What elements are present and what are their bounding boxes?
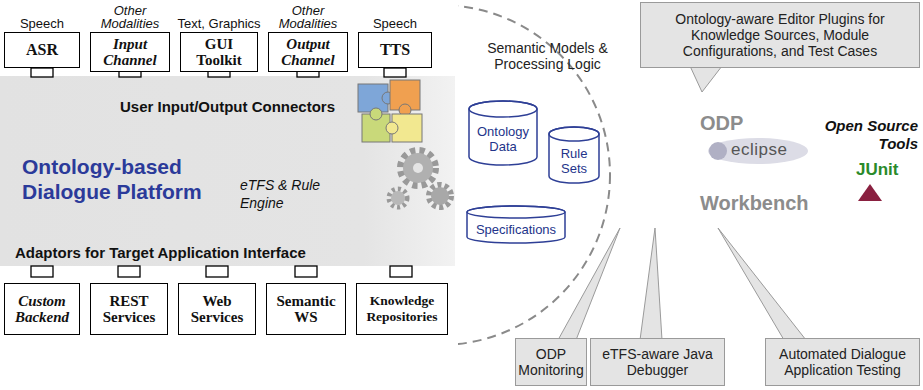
modality-label: Other Modalities bbox=[85, 4, 175, 30]
box-label: Rule Sets bbox=[548, 146, 600, 176]
puzzle-knob bbox=[370, 108, 382, 120]
tool-logo bbox=[858, 184, 882, 201]
gear bbox=[391, 191, 405, 205]
logo-text: JUnit bbox=[856, 160, 899, 180]
callout-pointer bbox=[640, 228, 662, 340]
gear bbox=[431, 187, 449, 205]
box-label: TTS bbox=[377, 42, 413, 58]
panel-text: eTFS & Rule Engine bbox=[240, 176, 332, 212]
gear bbox=[403, 153, 433, 183]
box-label: eTFS-aware Java Debugger bbox=[596, 346, 719, 378]
puzzle-icon bbox=[358, 80, 422, 142]
box-label: Ontology-aware Editor Plugins for Knowle… bbox=[669, 11, 892, 59]
box-label: Web Services bbox=[179, 293, 255, 325]
callout-pointer bbox=[718, 228, 806, 340]
callout-box: ODP Monitoring bbox=[515, 338, 587, 386]
gears-icon bbox=[389, 151, 451, 207]
io-box: Text, GraphicsGUI Toolkit bbox=[180, 32, 258, 72]
box-label: Ontology Data bbox=[468, 124, 538, 154]
logo-text: eclipse bbox=[731, 140, 787, 160]
cylinder-body bbox=[469, 101, 537, 165]
box-label: REST Services bbox=[91, 293, 167, 325]
modality-label: Speech bbox=[0, 17, 85, 30]
callout-box: eTFS-aware Java Debugger bbox=[590, 338, 725, 386]
semantic-circle: Semantic Models & Processing LogicOntolo… bbox=[458, 2, 623, 348]
platform-band: User Input/Output ConnectorsOntology-bas… bbox=[0, 76, 455, 266]
box-label: Input Channel bbox=[91, 36, 169, 68]
eclipse-logo-mark bbox=[709, 142, 727, 160]
cylinder-body bbox=[549, 127, 599, 183]
data-cylinder: Rule Sets bbox=[548, 126, 600, 184]
box-label: Output Channel bbox=[269, 36, 347, 68]
panel-text: User Input/Output Connectors bbox=[120, 98, 335, 115]
gear-teeth bbox=[401, 151, 435, 185]
box-label: Knowledge Repositories bbox=[357, 293, 447, 325]
callout-pointer bbox=[690, 66, 722, 92]
panel-text: Adaptors for Target Application Interfac… bbox=[15, 244, 306, 261]
backend-box: Knowledge Repositories bbox=[356, 283, 448, 335]
cylinder-top bbox=[469, 101, 537, 117]
box-label: Automated Dialogue Application Testing bbox=[769, 346, 917, 378]
box-label: ASR bbox=[23, 42, 61, 58]
port-square bbox=[31, 68, 53, 77]
backend-box: Web Services bbox=[178, 283, 256, 335]
box-label: GUI Toolkit bbox=[181, 36, 257, 68]
backend-box: REST Services bbox=[90, 283, 168, 335]
puzzle-knob bbox=[386, 122, 398, 134]
port-square bbox=[295, 266, 317, 277]
callout-box: Ontology-aware Editor Plugins for Knowle… bbox=[640, 2, 920, 68]
tools-label: Open Source Tools bbox=[823, 117, 918, 153]
port-square bbox=[31, 266, 53, 277]
panel-text: Ontology-based Dialogue Platform bbox=[22, 154, 252, 204]
gear-hole bbox=[413, 163, 423, 173]
data-cylinder: Ontology Data bbox=[468, 100, 538, 166]
port-square bbox=[206, 266, 228, 277]
port-square bbox=[118, 266, 140, 277]
modality-label: Other Modalities bbox=[263, 4, 353, 30]
io-box: SpeechTTS bbox=[358, 32, 432, 68]
platform-band bbox=[0, 76, 455, 266]
callout-box: Automated Dialogue Application Testing bbox=[765, 338, 920, 386]
panel-text: Semantic Models & Processing Logic bbox=[480, 40, 615, 72]
cylinder-body bbox=[467, 206, 565, 243]
io-box: SpeechASR bbox=[4, 32, 80, 68]
eclipse-logo bbox=[708, 138, 808, 164]
gear-teeth bbox=[429, 185, 451, 207]
callout-pointer bbox=[558, 228, 620, 340]
port-square bbox=[384, 68, 406, 77]
brand-label: Workbench bbox=[700, 192, 809, 215]
box-label: Specifications bbox=[474, 222, 558, 237]
port-square bbox=[390, 266, 412, 277]
modality-label: Speech bbox=[353, 17, 437, 30]
box-label: Custom Backend bbox=[5, 293, 79, 325]
brand-label: ODP bbox=[700, 112, 743, 135]
backend-box: Custom Backend bbox=[4, 283, 80, 335]
cylinder-top bbox=[467, 206, 565, 218]
box-label: ODP Monitoring bbox=[514, 346, 587, 378]
box-label: Semantic WS bbox=[267, 293, 345, 325]
cylinder-top bbox=[549, 127, 599, 141]
io-box: Other ModalitiesOutput Channel bbox=[268, 32, 348, 72]
backend-box: Semantic WS bbox=[266, 283, 346, 335]
gear-teeth bbox=[389, 189, 407, 207]
io-box: Other ModalitiesInput Channel bbox=[90, 32, 170, 72]
modality-label: Text, Graphics bbox=[175, 17, 263, 30]
data-cylinder: Specifications bbox=[466, 205, 566, 244]
